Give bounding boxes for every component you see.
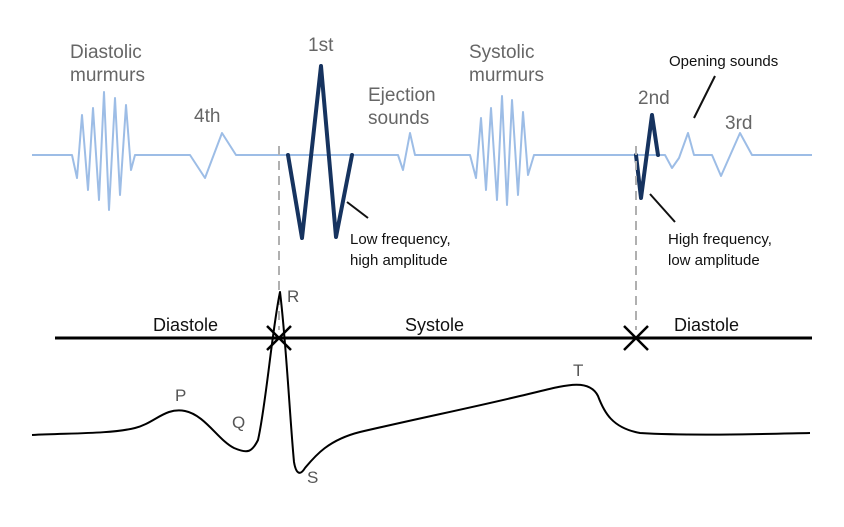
ecg-label-s: S: [307, 468, 318, 487]
ecg-label-r: R: [287, 287, 299, 306]
phase-label-systole: Systole: [405, 315, 464, 335]
pointer-line-low-frequency: [346, 201, 369, 219]
timeline-cross-marker-second: [623, 325, 649, 351]
ecg-label-p: P: [175, 386, 186, 405]
label-third-sound: 3rd: [725, 113, 752, 134]
label-opening-sounds: Opening sounds: [669, 53, 778, 70]
phase-label-diastole-right: Diastole: [674, 315, 739, 335]
label-fourth-sound: 4th: [194, 106, 220, 127]
phase-label-diastole-left: Diastole: [153, 315, 218, 335]
label-systolic-murmurs-line1: Systolic: [469, 42, 534, 63]
pointer-line-opening-sounds: [693, 75, 716, 119]
ecg-trace: [31, 291, 811, 474]
label-first-sound: 1st: [308, 35, 334, 56]
label-diastolic-murmurs-line2: murmurs: [70, 65, 145, 86]
label-second-sound: 2nd: [638, 88, 670, 109]
annotation-high-frequency-line2: low amplitude: [668, 252, 760, 269]
label-ejection-sounds-line2: sounds: [368, 108, 429, 129]
annotation-low-frequency-line2: high amplitude: [350, 252, 448, 269]
pointer-line-high-frequency: [649, 193, 676, 223]
first-heart-sound-trace: [286, 64, 354, 240]
annotation-low-frequency-line1: Low frequency,: [350, 231, 451, 248]
label-systolic-murmurs-line2: murmurs: [469, 65, 544, 86]
annotation-high-frequency-line1: High frequency,: [668, 231, 772, 248]
ecg-label-t: T: [573, 361, 583, 380]
second-heart-sound-trace: [634, 113, 660, 200]
ecg-label-q: Q: [232, 413, 245, 432]
label-diastolic-murmurs-line1: Diastolic: [70, 42, 142, 63]
heart-sound-trace-light: [32, 91, 812, 211]
label-ejection-sounds-line1: Ejection: [368, 85, 436, 106]
